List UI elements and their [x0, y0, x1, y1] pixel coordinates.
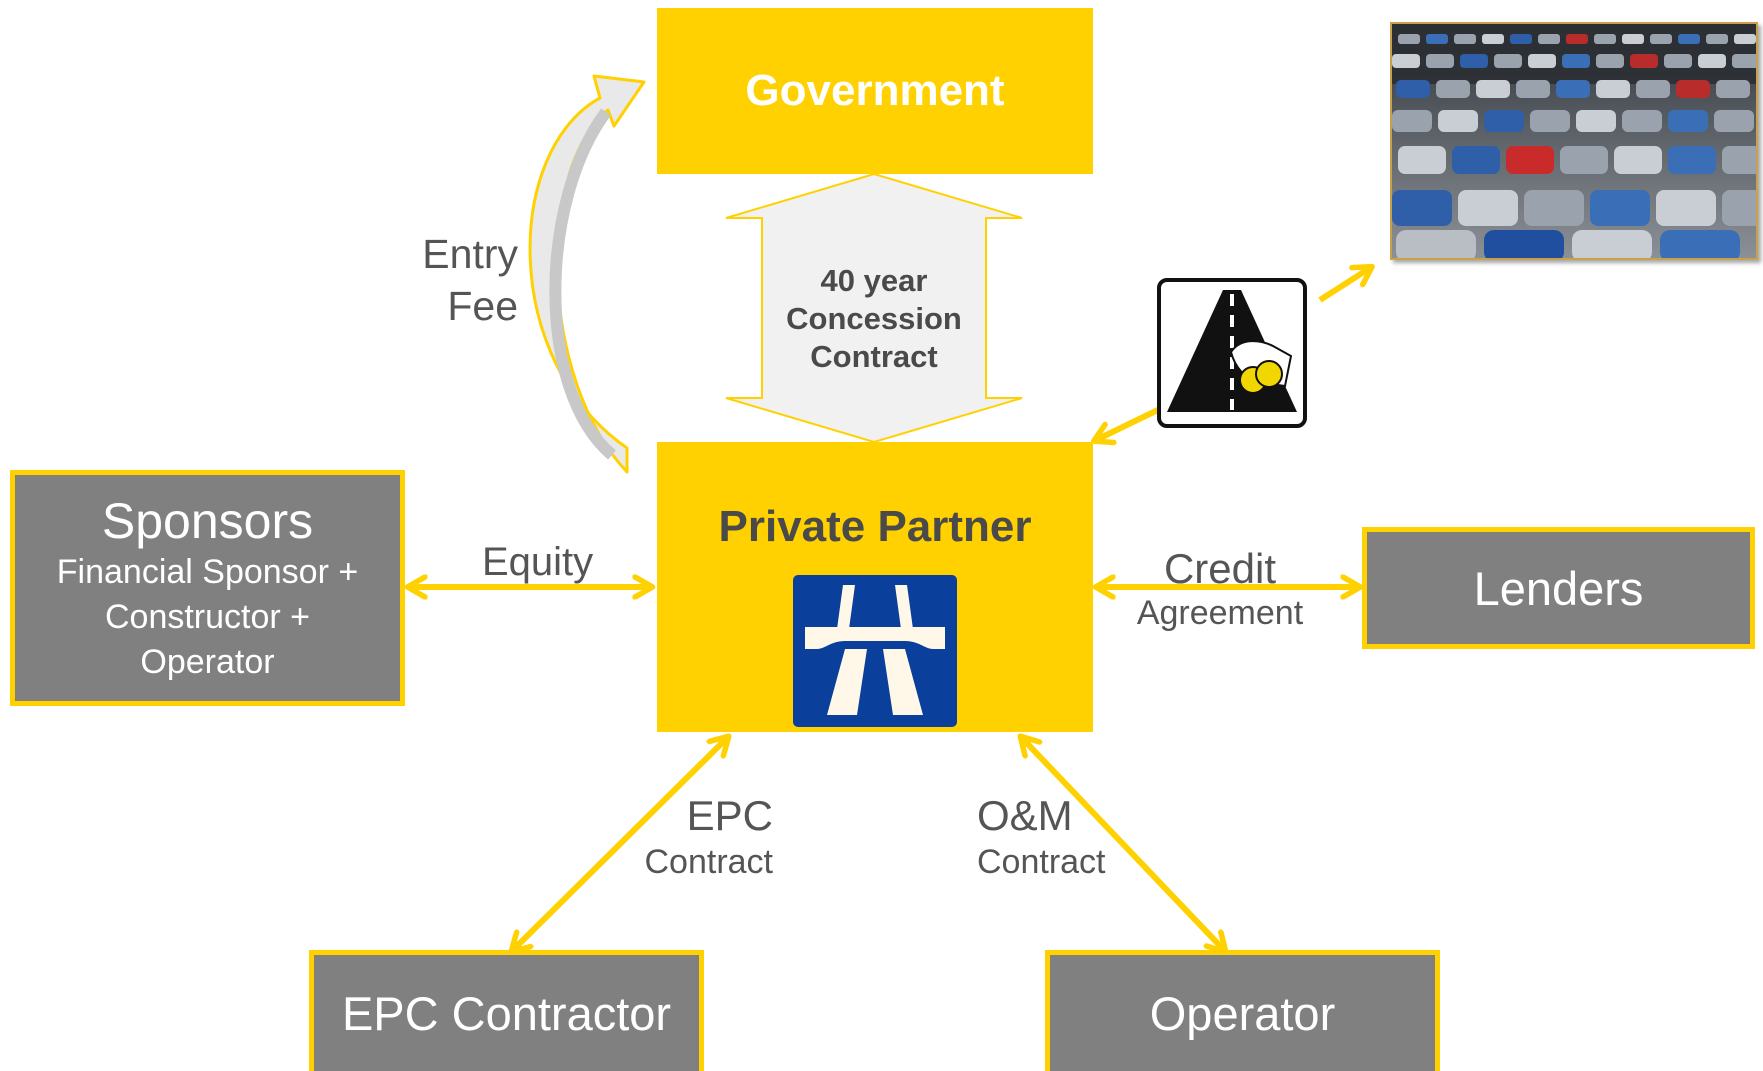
lenders-box: Lenders [1362, 527, 1755, 649]
sponsors-line1: Financial Sponsor + [56, 552, 359, 591]
entry-fee-label: Entry Fee [380, 228, 518, 332]
epc-contractor-box: EPC Contractor [309, 950, 704, 1071]
entry-fee-arrow [528, 74, 646, 474]
equity-label: Equity [482, 540, 594, 584]
cars-arrow [1318, 268, 1370, 303]
operator-title: Operator [1149, 986, 1336, 1040]
credit-line2: Agreement [1136, 594, 1304, 632]
concession-label: 40 year Concession Contract [760, 262, 988, 376]
toll-arrow [1096, 405, 1164, 440]
concession-line2: Concession [786, 301, 962, 336]
sponsors-box: Sponsors Financial Sponsor + Constructor… [10, 470, 405, 706]
government-title: Government [745, 66, 1005, 115]
entry-fee-line1: Entry [422, 231, 518, 277]
epc-label: EPC Contract [608, 792, 774, 884]
credit-line1: Credit [1163, 545, 1277, 592]
sponsors-line3: Operator [140, 642, 275, 681]
epc-contractor-title: EPC Contractor [341, 986, 672, 1040]
om-line1: O&M [977, 792, 1073, 839]
epc-line2: Contract [644, 843, 774, 881]
lenders-title: Lenders [1473, 561, 1644, 615]
epc-arrow [513, 738, 727, 950]
concession-line3: Contract [810, 339, 938, 374]
om-arrow [1022, 738, 1224, 950]
operator-box: Operator [1045, 950, 1440, 1071]
om-line2: Contract [977, 843, 1106, 881]
sponsors-title: Sponsors [101, 492, 314, 549]
entry-fee-line2: Fee [447, 283, 518, 329]
private-partner-box: Private Partner [657, 442, 1093, 732]
concession-line1: 40 year [820, 263, 928, 298]
credit-label: Credit Agreement [1128, 546, 1312, 634]
private-partner-title: Private Partner [718, 502, 1032, 551]
om-label: O&M Contract [977, 792, 1147, 884]
car-park-photo [1390, 22, 1758, 260]
epc-line1: EPC [686, 792, 773, 839]
sponsors-line2: Constructor + [104, 597, 311, 636]
toll-road-icon [1157, 278, 1307, 428]
motorway-icon [793, 575, 957, 727]
government-box: Government [657, 8, 1093, 174]
